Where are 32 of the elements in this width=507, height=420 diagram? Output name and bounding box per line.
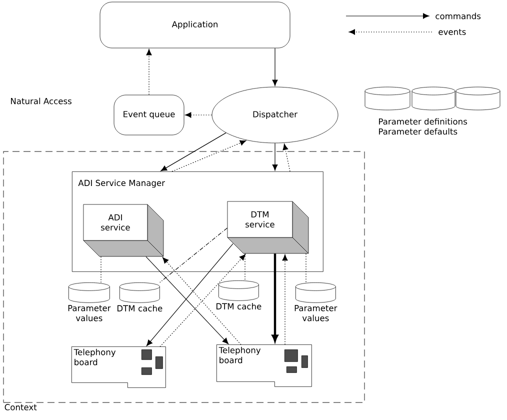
database-cylinder: Parameter values bbox=[68, 282, 111, 322]
node-label: DTM cache bbox=[216, 303, 262, 310]
arrow bbox=[160, 132, 226, 172]
legend-text: commands bbox=[436, 12, 481, 20]
arrow bbox=[146, 49, 152, 96]
rounded-box: Event queue bbox=[114, 94, 184, 136]
arrow bbox=[185, 112, 212, 118]
arrow bbox=[282, 254, 288, 345]
node-label: Parameter definitions bbox=[379, 118, 467, 125]
board-drawing: Telephony board bbox=[71, 346, 166, 388]
node-label: Parameter values bbox=[68, 305, 111, 322]
board-drawing: Telephony board bbox=[216, 344, 312, 387]
arrow bbox=[272, 254, 278, 342]
rounded-box: Application bbox=[100, 2, 290, 48]
arrow bbox=[272, 142, 278, 171]
database-cylinder: DTM cache bbox=[216, 280, 262, 310]
database-cylinders: Parameter definitions Parameter defaults bbox=[364, 86, 500, 135]
database-cylinder: Parameter values bbox=[294, 282, 338, 322]
arrow bbox=[146, 256, 229, 344]
service-box: DTM service bbox=[227, 201, 309, 254]
node-label: Parameter values bbox=[294, 305, 338, 322]
node-label: DTM cache bbox=[117, 305, 162, 312]
legend-text: events bbox=[438, 29, 466, 35]
label-text: Natural Access bbox=[11, 98, 72, 104]
node-label: Context bbox=[4, 404, 37, 410]
arrow bbox=[172, 140, 246, 172]
arrow bbox=[282, 144, 290, 172]
node-label: Parameter defaults bbox=[379, 128, 458, 135]
database-cylinder: DTM cache bbox=[117, 282, 162, 312]
service-box: ADI service bbox=[83, 204, 164, 257]
arrow bbox=[272, 48, 278, 86]
arrow bbox=[146, 243, 234, 346]
